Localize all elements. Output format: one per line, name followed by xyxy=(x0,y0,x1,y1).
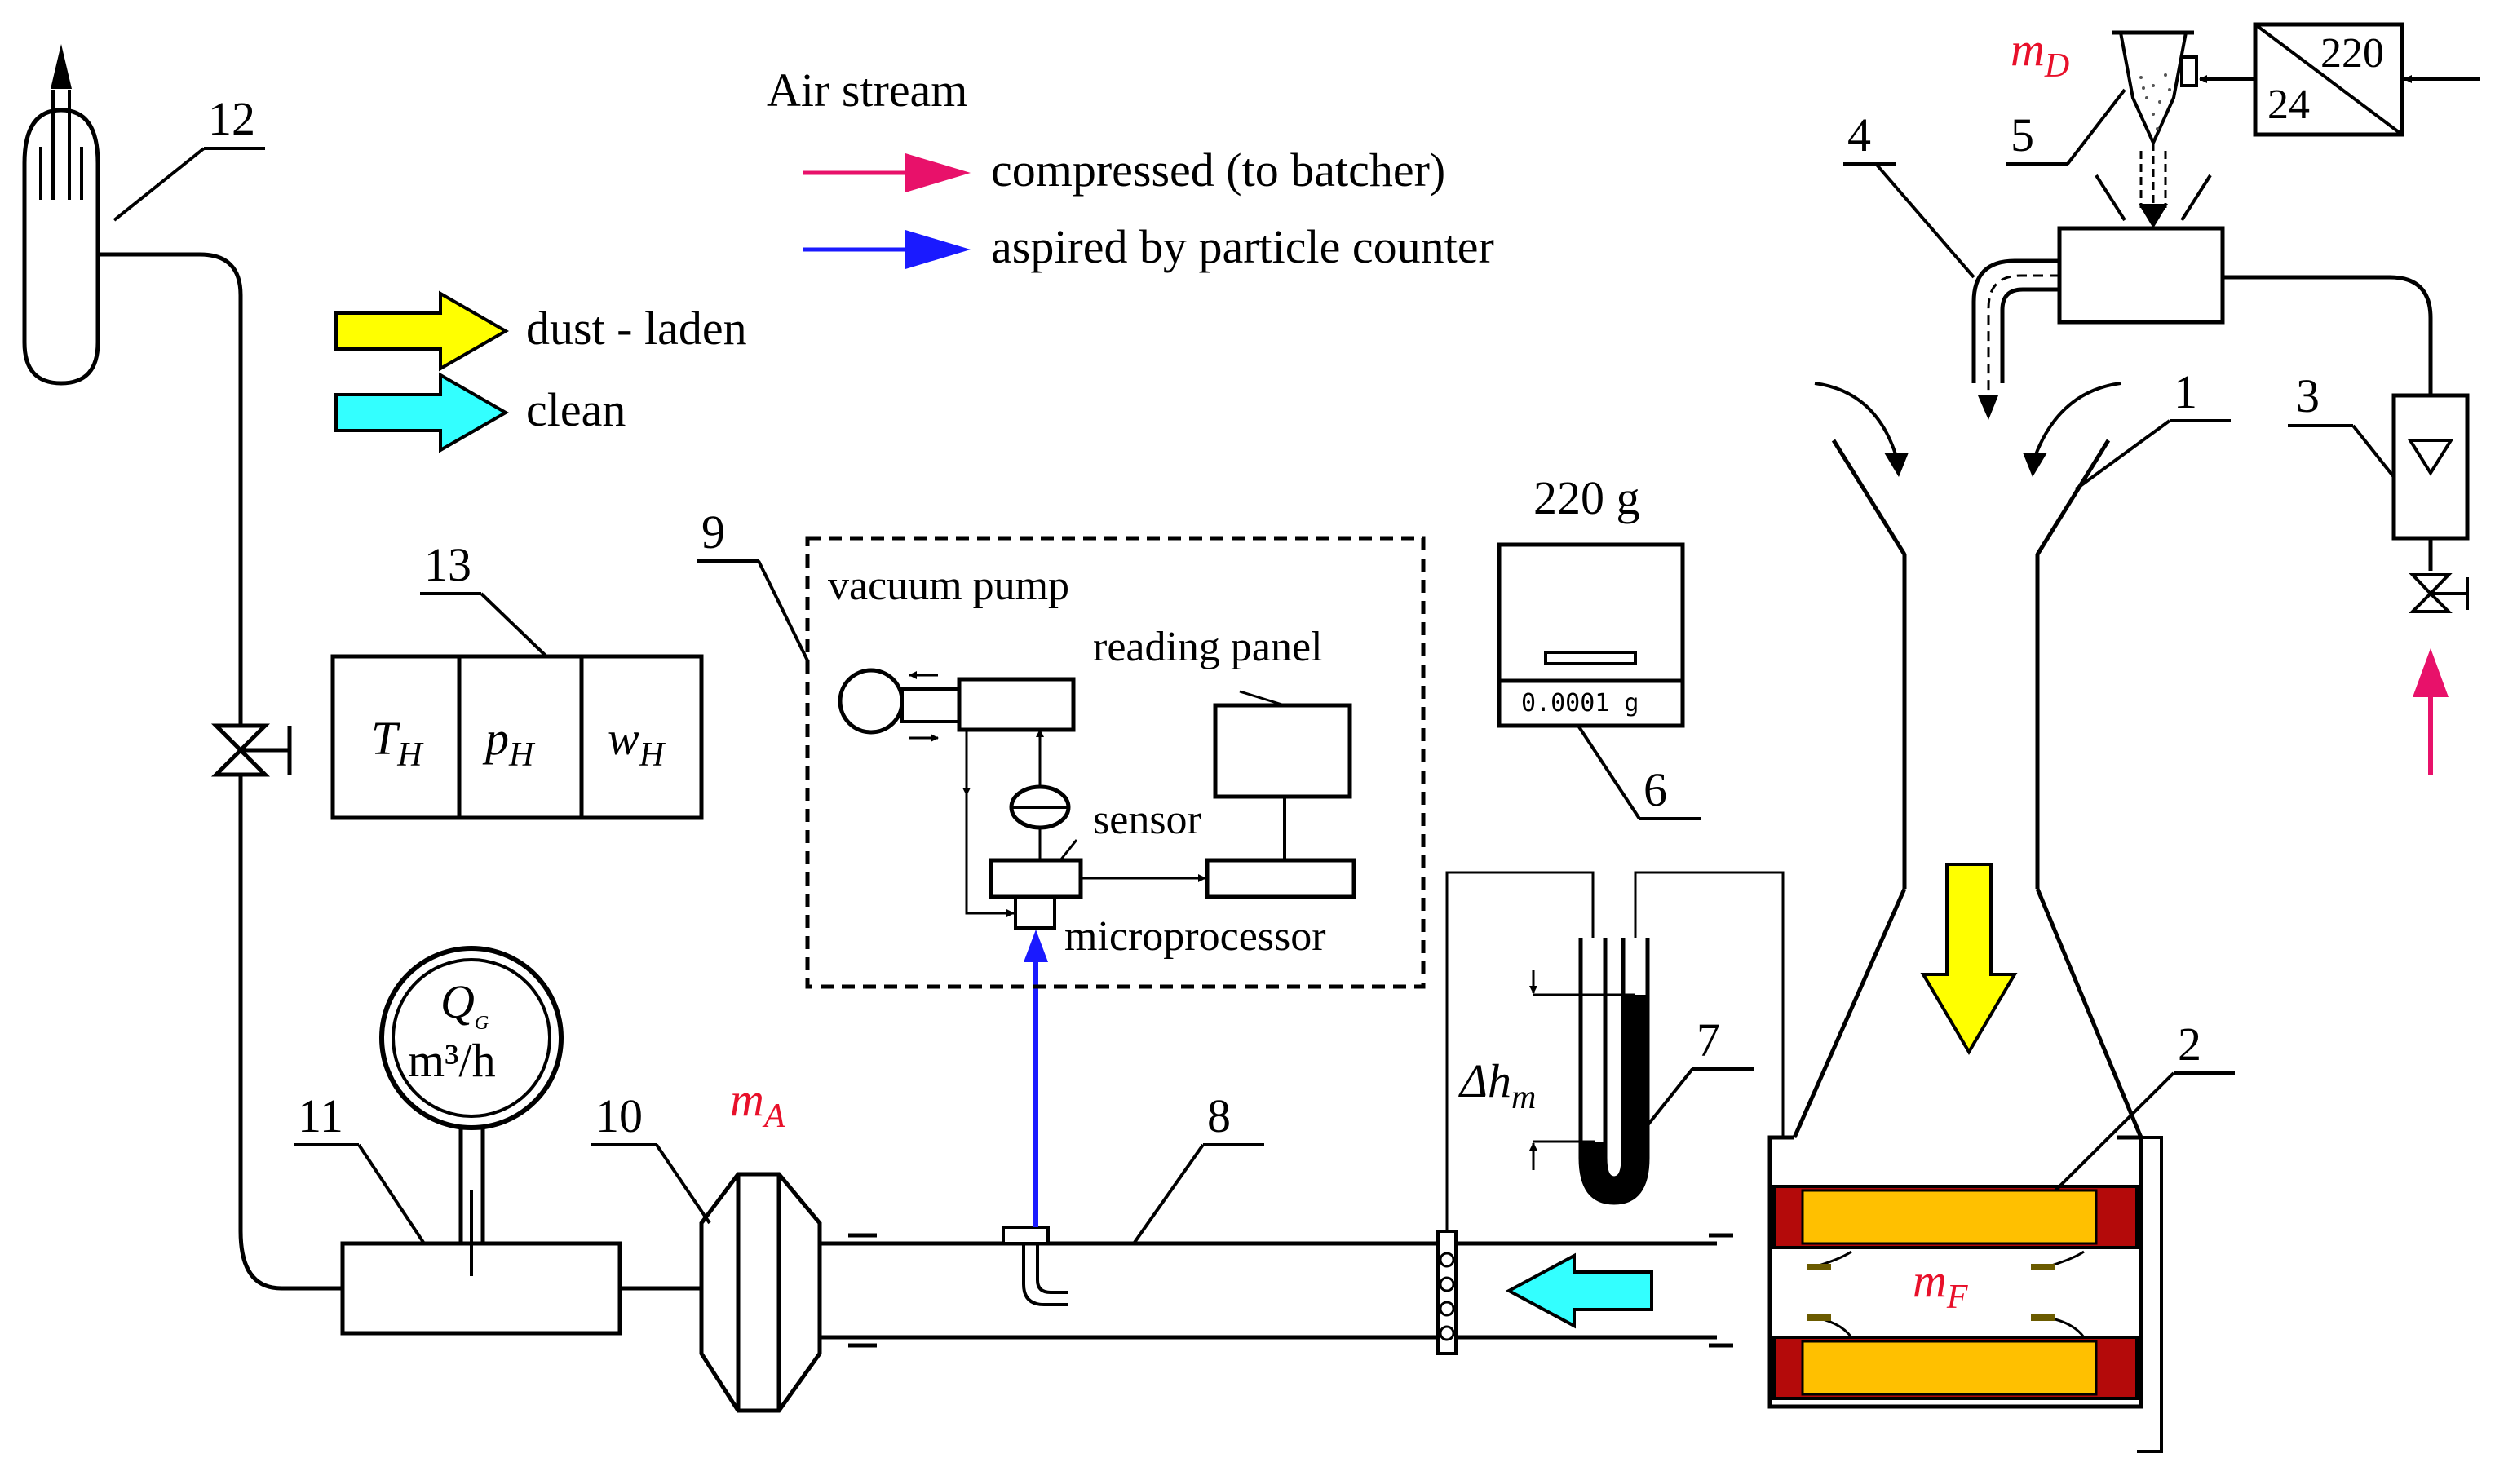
mass-d-symbol: mD xyxy=(2011,23,2069,85)
legend-compressed: compressed (to batcher) xyxy=(991,144,1445,197)
vacuum-pump-label: vacuum pump xyxy=(828,563,1069,609)
compressed-arrow-icon xyxy=(803,153,971,192)
clean-arrow-icon xyxy=(334,372,510,453)
label-9: 9 xyxy=(701,506,725,559)
transformer-input: 220 xyxy=(2320,30,2384,77)
legend-clean: clean xyxy=(526,383,626,436)
absolute-filter: 10 mA xyxy=(591,1073,822,1413)
dust-batcher: 4 mD 5 220 24 xyxy=(1843,22,2480,420)
legend-title: Air stream xyxy=(767,64,967,117)
humidity-symbol: wH xyxy=(608,712,666,774)
compressed-air-arrow-icon xyxy=(2413,648,2449,775)
label-7: 7 xyxy=(1697,1014,1720,1067)
flow-meter: QG m³/h 11 xyxy=(294,946,622,1336)
legend-dust-laden: dust - laden xyxy=(526,302,747,355)
dust-laden-arrow-icon xyxy=(334,290,510,372)
label-6: 6 xyxy=(1643,763,1667,816)
sensor-label: sensor xyxy=(1093,797,1201,843)
dh-symbol: Δhm xyxy=(1458,1054,1536,1116)
label-13: 13 xyxy=(424,538,471,591)
filtration-arrows xyxy=(1807,1250,2086,1338)
label-10: 10 xyxy=(595,1089,643,1142)
rotameter: 3 xyxy=(2223,275,2470,775)
filter-chamber: mF 2 xyxy=(1767,1018,2235,1453)
legend: Air stream compressed (to batcher) aspir… xyxy=(334,64,1494,453)
label-5: 5 xyxy=(2011,108,2034,161)
aspired-arrow-icon xyxy=(803,230,971,269)
label-3: 3 xyxy=(2296,369,2320,422)
transformer-output: 24 xyxy=(2267,82,2310,128)
mass-a-symbol: mA xyxy=(730,1073,785,1135)
valve-icon xyxy=(210,723,292,777)
label-8: 8 xyxy=(1207,1089,1231,1142)
balance-readout: 0.0001 g xyxy=(1521,689,1639,718)
return-pipe xyxy=(98,252,343,1291)
legend-aspired: aspired by particle counter xyxy=(991,220,1494,273)
ambient-sensors-box: TH pH wH 13 xyxy=(330,538,704,820)
microprocessor-label: microprocessor xyxy=(1064,913,1326,960)
analytical-balance: 220 g 0.0001 g 6 xyxy=(1497,471,1701,820)
mass-f-symbol: mF xyxy=(1913,1254,1968,1316)
label-11: 11 xyxy=(298,1089,343,1142)
measuring-duct: 8 xyxy=(817,1089,1733,1355)
label-12: 12 xyxy=(208,92,255,145)
dust-flow-arrow-icon xyxy=(1920,863,2018,1055)
aspiration-line xyxy=(1024,930,1048,1227)
particle-counter: 9 vacuum pump reading panel sensor micro… xyxy=(697,506,1426,989)
clean-flow-arrow-icon xyxy=(1505,1252,1653,1329)
temperature-symbol: TH xyxy=(371,712,424,774)
flow-unit: m³/h xyxy=(408,1034,496,1087)
exhaust-outlet: 12 xyxy=(22,44,265,386)
label-2: 2 xyxy=(2178,1018,2201,1071)
balance-mass: 220 g xyxy=(1533,471,1640,524)
u-tube-manometer: Δhm 7 xyxy=(1445,871,1785,1231)
flow-symbol: QG xyxy=(440,975,489,1034)
label-1: 1 xyxy=(2174,365,2197,418)
inlet-cone: 1 xyxy=(1792,365,2231,1139)
pressure-symbol: pH xyxy=(482,712,536,774)
label-4: 4 xyxy=(1847,108,1871,161)
reading-panel-label: reading panel xyxy=(1093,624,1323,670)
